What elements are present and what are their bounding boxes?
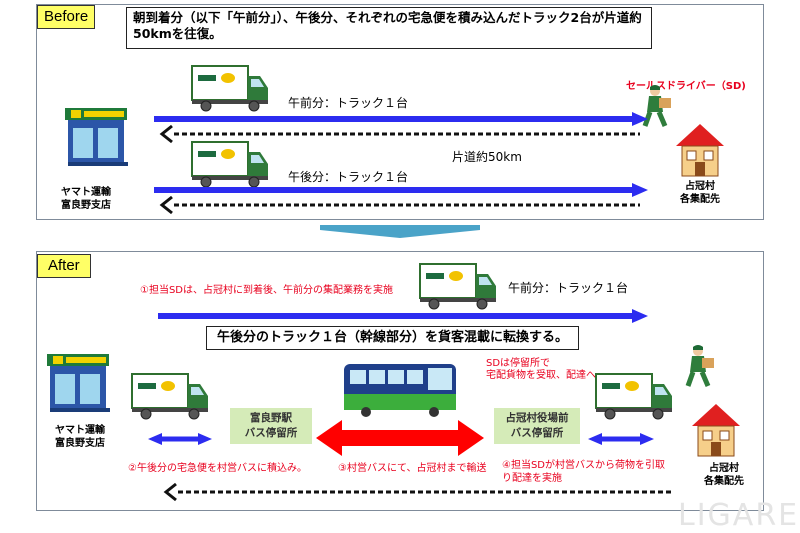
after-step1: ①担当SDは、占冠村に到着後、午前分の集配業務を実施 <box>140 285 394 296</box>
after-step4: ④担当SDが村営バスから荷物を引取 り配達を実施 <box>502 460 666 484</box>
ligare-watermark: LIGARE <box>678 498 800 533</box>
bus-stop-furano: 富良野駅 バス停留所 <box>230 408 312 444</box>
bus-stop-shimukappu: 占冠村役場前 バス停留所 <box>494 408 580 444</box>
after-village-name: 占冠村 各集配先 <box>704 463 744 487</box>
after-headline: 午後分のトラック１台（幹線部分）を貨客混載に転換する。 <box>206 326 580 350</box>
before-morning-label: 午前分：トラック１台 <box>288 96 409 110</box>
before-description: 朝到着分（以下「午前分」）、午後分、それぞれの宅急便を積み込んだトラック2台が片… <box>126 7 652 49</box>
before-tag: Before <box>37 5 96 29</box>
before-distance-label: 片道約50km <box>452 150 522 164</box>
before-afternoon-label: 午後分：トラック１台 <box>288 170 409 184</box>
before-store-name: ヤマト運輸 富良野支店 <box>61 187 111 211</box>
after-tag: After <box>37 254 91 278</box>
after-store-name: ヤマト運輸 富良野支店 <box>55 425 105 449</box>
after-step3: ③村営バスにて、占冠村まで輸送 <box>338 463 487 474</box>
village-bus-icon <box>344 364 456 417</box>
before-village-name: 占冠村 各集配先 <box>680 181 720 205</box>
sd-stop-note: SDは停留所で 宅配貨物を受取、配達へ <box>486 358 596 381</box>
sd-label: セールスドライバー（SD) <box>626 81 746 92</box>
after-morning-label: 午前分：トラック１台 <box>508 281 629 295</box>
after-step2: ②午後分の宅急便を村営バスに積込み。 <box>128 463 307 474</box>
